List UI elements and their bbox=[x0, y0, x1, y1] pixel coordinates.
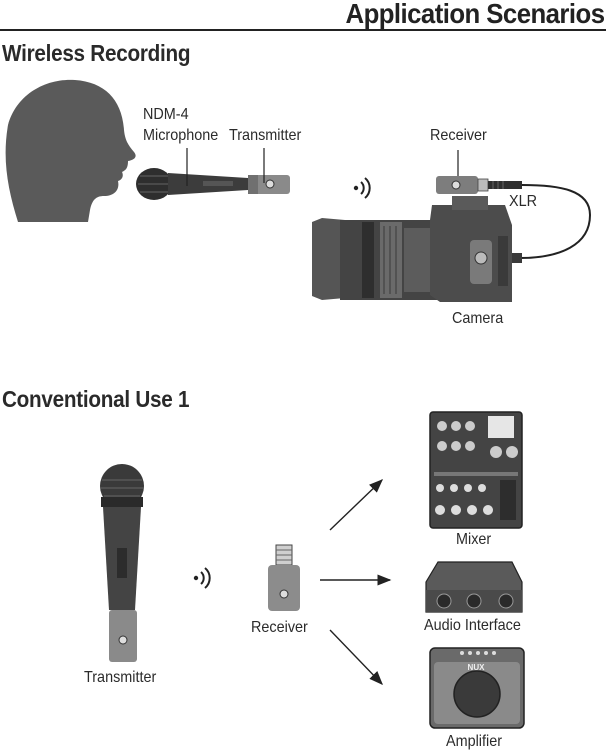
title-rule bbox=[0, 29, 606, 31]
label-transmitter-2: Transmitter bbox=[84, 669, 157, 686]
vertical-microphone bbox=[100, 464, 144, 610]
wireless-signal-icon-2 bbox=[193, 567, 211, 589]
section-title-wireless: Wireless Recording bbox=[2, 40, 191, 66]
label-camera: Camera bbox=[452, 310, 504, 327]
label-microphone: Microphone bbox=[143, 127, 219, 144]
transmitter-vertical bbox=[109, 610, 137, 662]
dslr-camera bbox=[312, 196, 512, 302]
label-receiver-2: Receiver bbox=[251, 619, 308, 636]
label-xlr: XLR bbox=[509, 193, 538, 210]
receiver-on-camera bbox=[436, 176, 522, 194]
label-mixer: Mixer bbox=[456, 531, 492, 548]
label-receiver-camera: Receiver bbox=[430, 127, 487, 144]
xlr-cable bbox=[519, 184, 592, 259]
transmitter-on-mic bbox=[248, 175, 290, 194]
label-transmitter: Transmitter bbox=[229, 127, 302, 144]
wireless-signal-icon-1 bbox=[353, 177, 371, 199]
label-model: NDM-4 bbox=[143, 106, 189, 123]
person-head-silhouette bbox=[5, 79, 136, 222]
label-audio-interface: Audio Interface bbox=[424, 617, 521, 634]
standalone-receiver bbox=[268, 544, 300, 611]
page-title: Application Scenarios bbox=[345, 0, 605, 29]
arrow-to-amplifier bbox=[329, 629, 383, 686]
audio-interface-device bbox=[425, 561, 523, 613]
amplifier-brand-logo: NUX bbox=[468, 663, 486, 672]
arrow-to-mixer bbox=[329, 479, 384, 531]
section-title-conventional: Conventional Use 1 bbox=[2, 386, 190, 412]
amplifier-device bbox=[429, 647, 525, 729]
handheld-microphone bbox=[136, 168, 248, 200]
label-amplifier: Amplifier bbox=[446, 733, 503, 750]
mixer-device bbox=[429, 411, 523, 529]
